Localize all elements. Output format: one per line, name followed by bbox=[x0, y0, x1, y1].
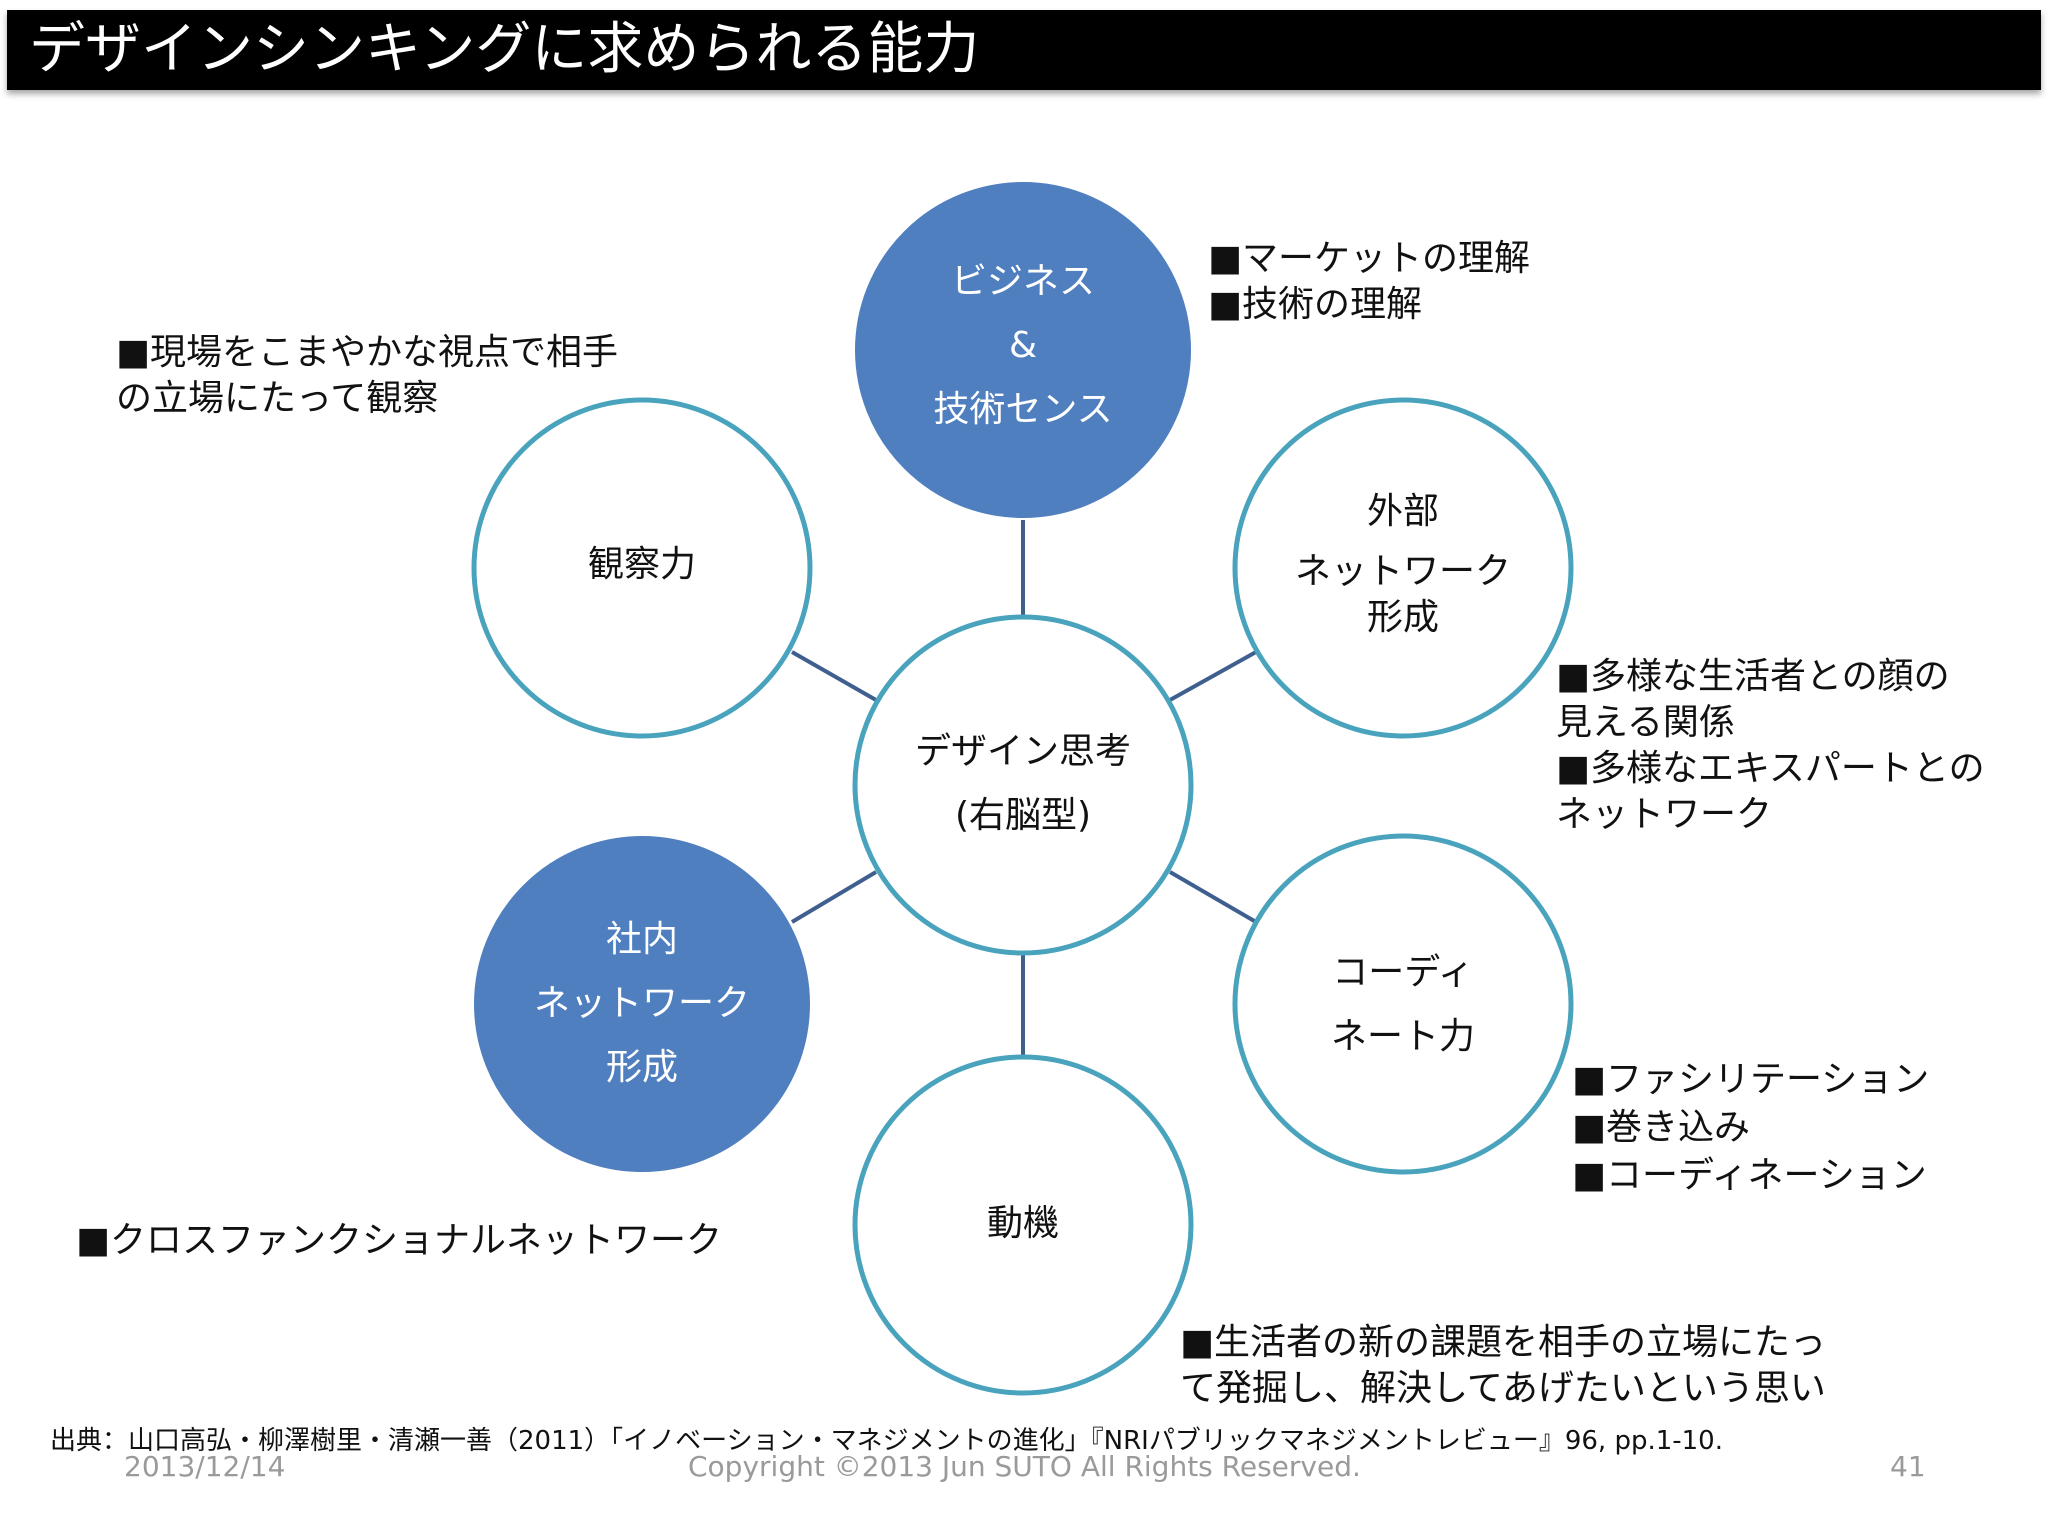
node-coordinate-circle bbox=[1232, 833, 1574, 1175]
node-observation-label: 観察力 bbox=[588, 533, 696, 597]
node-internal-circle bbox=[474, 836, 810, 1172]
note-business-line-2: ■技術の理解 bbox=[1208, 284, 1423, 325]
node-center-line-1: デザイン思考 bbox=[914, 731, 1132, 772]
node-internal-line-2: ネットワーク bbox=[533, 983, 751, 1024]
note-internal-line-1: ■クロスファンクショナルネットワーク bbox=[76, 1220, 723, 1261]
note-motivation-line-1: ■生活者の新の課題を相手の立場にたっ bbox=[1180, 1322, 1827, 1363]
node-external-label: 外部 ネットワーク 形成 bbox=[1295, 489, 1511, 641]
node-internal-line-1: 社内 bbox=[605, 919, 679, 960]
node-center-circle bbox=[852, 614, 1194, 956]
note-coordinate-line-2: ■巻き込み bbox=[1572, 1107, 1751, 1148]
note-observation-line-2: の立場にたって観察 bbox=[116, 378, 439, 419]
node-coordinate-line-2: ネート力 bbox=[1330, 1016, 1476, 1057]
page-title: デザインシンキングに求められる能力 bbox=[29, 17, 980, 82]
node-business-label: ビジネス & 技術センス bbox=[933, 250, 1112, 442]
node-coordinate-label: コーディ ネート力 bbox=[1331, 941, 1475, 1069]
note-external-line-2: 見える関係 bbox=[1556, 702, 1735, 743]
note-coordinate: ■ファシリテーション ■巻き込み ■コーディネーション bbox=[1572, 1056, 1929, 1200]
node-external-line-2: ネットワーク bbox=[1294, 551, 1512, 592]
node-observation-circle bbox=[471, 397, 813, 739]
connector-external bbox=[1169, 650, 1257, 702]
node-internal-label: 社内 ネットワーク 形成 bbox=[534, 908, 750, 1100]
note-motivation-line-2: て発掘し、解決してあげたいという思い bbox=[1180, 1368, 1826, 1409]
note-observation: ■現場をこまやかな視点で相手 の立場にたって観察 bbox=[116, 330, 618, 422]
node-motivation-label: 動機 bbox=[987, 1192, 1059, 1256]
node-internal-line-3: 形成 bbox=[605, 1047, 679, 1088]
note-external: ■多様な生活者との顔の 見える関係 ■多様なエキスパートとの ネットワーク bbox=[1556, 654, 1985, 838]
source-citation: 出典：山口高弘・柳澤樹里・清瀬一善（2011）「イノベーション・マネジメントの進… bbox=[50, 1426, 1723, 1456]
note-business-line-1: ■マーケットの理解 bbox=[1208, 238, 1531, 279]
node-observation-line-1: 観察力 bbox=[587, 544, 697, 585]
node-coordinate-line-1: コーディ bbox=[1332, 952, 1474, 993]
note-external-line-4: ネットワーク bbox=[1556, 794, 1773, 835]
note-external-line-1: ■多様な生活者との顔の bbox=[1556, 656, 1950, 697]
footer-page-number: 41 bbox=[1890, 1450, 1926, 1483]
node-motivation-line-1: 動機 bbox=[986, 1203, 1060, 1244]
title-bar: デザインシンキングに求められる能力 bbox=[7, 10, 2041, 90]
footer-copyright: Copyright ©2013 Jun SUTO All Rights Rese… bbox=[688, 1450, 1361, 1483]
connector-internal bbox=[790, 870, 878, 924]
note-observation-line-1: ■現場をこまやかな視点で相手 bbox=[116, 332, 619, 373]
connector-coordinate bbox=[1168, 870, 1258, 924]
node-external-line-3: 形成 bbox=[1366, 597, 1440, 638]
node-business-line-2: & bbox=[1008, 325, 1038, 366]
note-internal: ■クロスファンクショナルネットワーク bbox=[76, 1218, 722, 1264]
node-center-line-2: (右脳型) bbox=[954, 795, 1092, 836]
node-business-line-3: 技術センス bbox=[933, 389, 1113, 430]
node-external-circle bbox=[1232, 397, 1574, 739]
node-center-label: デザイン思考 (右脳型) bbox=[915, 720, 1131, 848]
note-business: ■マーケットの理解 ■技術の理解 bbox=[1208, 236, 1530, 328]
note-coordinate-line-3: ■コーディネーション bbox=[1572, 1155, 1927, 1196]
note-external-line-3: ■多様なエキスパートとの bbox=[1556, 748, 1985, 789]
node-business-line-1: ビジネス bbox=[950, 261, 1095, 302]
node-business-circle bbox=[855, 182, 1191, 518]
node-motivation-circle bbox=[852, 1054, 1194, 1396]
note-coordinate-line-1: ■ファシリテーション bbox=[1572, 1059, 1930, 1100]
note-motivation: ■生活者の新の課題を相手の立場にたっ て発掘し、解決してあげたいという思い bbox=[1180, 1320, 1826, 1412]
footer-date: 2013/12/14 bbox=[124, 1450, 286, 1483]
node-external-line-1: 外部 bbox=[1366, 491, 1440, 532]
connector-observation bbox=[791, 650, 877, 702]
